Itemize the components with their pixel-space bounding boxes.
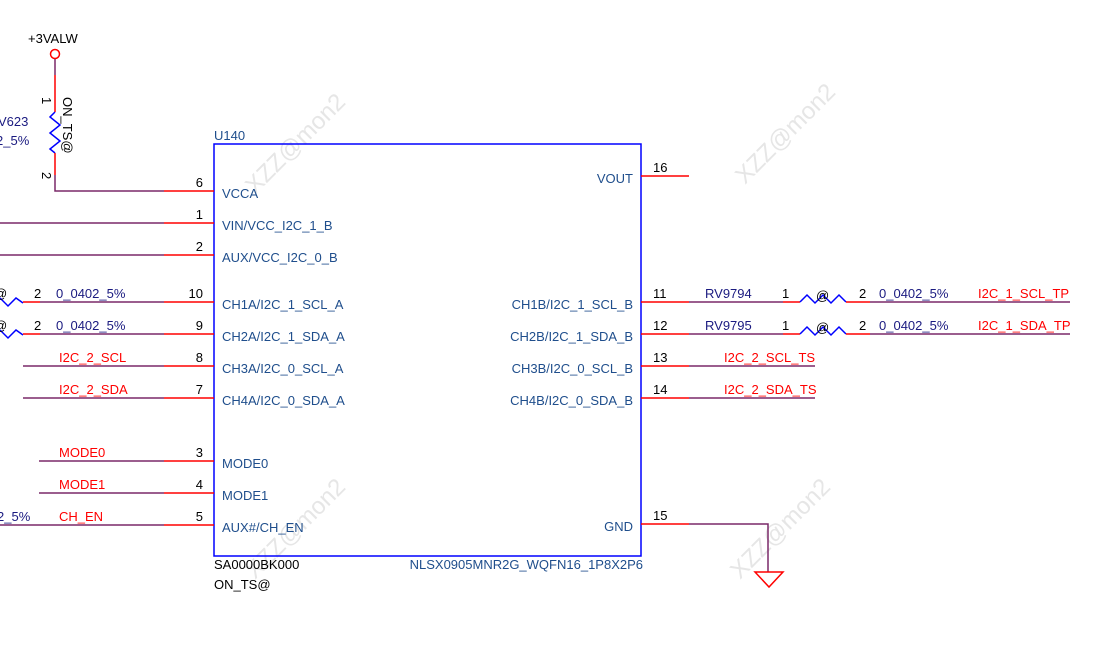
- left-pins: 6 VCCA 1 VIN/VCC_I2C_1_B 2 AUX/VCC_I2C_0…: [0, 175, 345, 535]
- resistor-pin: 2: [34, 318, 41, 333]
- pin-number: 11: [653, 286, 667, 301]
- pin-name: CH1A/I2C_1_SCL_A: [222, 297, 344, 312]
- pin-number: 9: [196, 318, 203, 333]
- resistor-ref: V623: [0, 114, 28, 129]
- resistor-ref: RV9794: [705, 286, 752, 301]
- pin-number: 13: [653, 350, 667, 365]
- resistor-pin: 2: [859, 318, 866, 333]
- chip-part-number: SA0000BK000: [214, 557, 299, 572]
- pin-number: 16: [653, 160, 667, 175]
- resistor-value: 0_0402_5%: [56, 286, 126, 301]
- resistor-value: 0_0402_5%: [879, 318, 949, 333]
- pin-number: 8: [196, 350, 203, 365]
- net-label: I2C_2_SDA_TS: [724, 382, 817, 397]
- pin-name: VOUT: [597, 171, 633, 186]
- watermark: XZZ@mon2: [725, 473, 836, 584]
- pin-name: CH3B/I2C_0_SCL_B: [512, 361, 633, 376]
- wire: [54, 175, 164, 192]
- resistor-value: 2_5%: [0, 133, 30, 148]
- resistor-option: @: [816, 288, 829, 303]
- resistor-option: ON_TS@: [60, 97, 75, 154]
- resistor-icon: [48, 111, 62, 154]
- resistor-option: @: [0, 286, 7, 301]
- pin-number: 1: [196, 207, 203, 222]
- pin-name: AUX#/CH_EN: [222, 520, 304, 535]
- net-label: CH_EN: [59, 509, 103, 524]
- chip-body: [213, 143, 642, 557]
- pin-name: VIN/VCC_I2C_1_B: [222, 218, 333, 233]
- resistor-pin: 2: [34, 286, 41, 301]
- pin-name: GND: [604, 519, 633, 534]
- resistor-value: 0_0402_5%: [879, 286, 949, 301]
- pin-name: CH4A/I2C_0_SDA_A: [222, 393, 345, 408]
- resistor-ref: RV9795: [705, 318, 752, 333]
- pin-name: CH2A/I2C_1_SDA_A: [222, 329, 345, 344]
- right-pins: 16 VOUT 11 RV9794 1 @ 2 0_0402_5% I2C_1_…: [510, 160, 1071, 589]
- pin-name: CH1B/I2C_1_SCL_B: [512, 297, 633, 312]
- net-label: I2C_1_SCL_TP: [978, 286, 1069, 301]
- resistor-option: @: [0, 318, 7, 333]
- resistor-value: 0_0402_5%: [56, 318, 126, 333]
- pin-number: 15: [653, 508, 667, 523]
- net-label: I2C_1_SDA_TP: [978, 318, 1071, 333]
- pin-name: CH3A/I2C_0_SCL_A: [222, 361, 344, 376]
- power-rail-label: +3VALW: [28, 31, 78, 46]
- net-label: I2C_2_SCL: [59, 350, 126, 365]
- pin-name: MODE0: [222, 456, 268, 471]
- power-port-icon: [49, 48, 61, 60]
- net-label: I2C_2_SDA: [59, 382, 128, 397]
- pin-number: 14: [653, 382, 667, 397]
- pin-name: VCCA: [222, 186, 258, 201]
- watermark: XZZ@mon2: [730, 78, 841, 189]
- pin-number: 7: [196, 382, 203, 397]
- resistor-option: @: [816, 320, 829, 335]
- chip-package: NLSX0905MNR2G_WQFN16_1P8X2P6: [410, 557, 643, 572]
- net-label: I2C_2_SCL_TS: [724, 350, 815, 365]
- resistor-pin-1: 1: [39, 97, 54, 104]
- resistor-value: 2_5%: [0, 509, 31, 524]
- pin-name: CH4B/I2C_0_SDA_B: [510, 393, 633, 408]
- pin-number: 6: [196, 175, 203, 190]
- resistor-pin: 2: [859, 286, 866, 301]
- pin-name: CH2B/I2C_1_SDA_B: [510, 329, 633, 344]
- pin-name: MODE1: [222, 488, 268, 503]
- resistor-pin: 1: [782, 318, 789, 333]
- resistor-pin: 1: [782, 286, 789, 301]
- pin-number: 4: [196, 477, 203, 492]
- resistor-pin-2: 2: [39, 172, 54, 179]
- pin-number: 5: [196, 509, 203, 524]
- pin-number: 10: [189, 286, 203, 301]
- pin-number: 3: [196, 445, 203, 460]
- chip-option: ON_TS@: [214, 577, 271, 592]
- chip-ref: U140: [214, 128, 245, 143]
- ground-icon: [753, 571, 785, 589]
- net-label: MODE1: [59, 477, 105, 492]
- pin-name: AUX/VCC_I2C_0_B: [222, 250, 338, 265]
- net-label: MODE0: [59, 445, 105, 460]
- pin-number: 12: [653, 318, 667, 333]
- pin-number: 2: [196, 239, 203, 254]
